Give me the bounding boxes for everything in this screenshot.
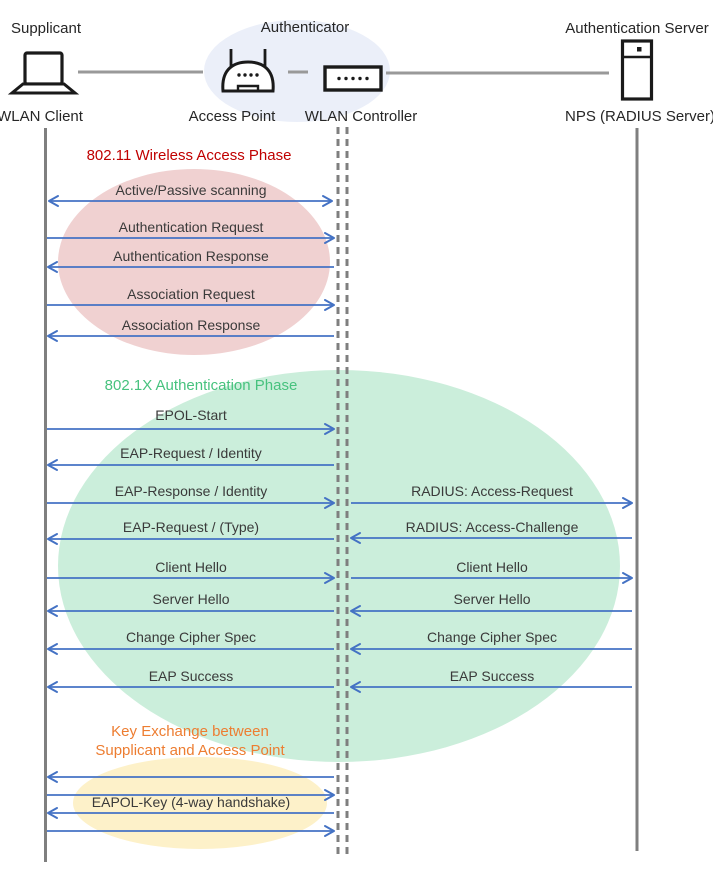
device-access-point-label: Access Point (188, 108, 276, 125)
phase3-ellipse (73, 757, 327, 849)
role-authenticator-label: Authenticator (260, 19, 350, 36)
msg-radius-access-challenge: RADIUS: Access-Challenge (405, 519, 579, 535)
phase3-title: Key Exchange between Supplicant and Acce… (95, 722, 284, 760)
phase3-title-line1: Key Exchange between (111, 723, 269, 740)
phase1-ellipse (58, 169, 330, 355)
msg-radius-access-request: RADIUS: Access-Request (411, 483, 573, 499)
msg-eapol-key: EAPOL-Key (4-way handshake) (91, 794, 291, 810)
phase1-title: 802.11 Wireless Access Phase (86, 147, 292, 164)
role-supplicant-label: Supplicant (10, 20, 82, 37)
laptop-icon (7, 51, 80, 95)
msg-authentication-request: Authentication Request (118, 219, 264, 235)
msg-epol-start: EPOL-Start (155, 407, 227, 423)
msg-active-passive-scanning: Active/Passive scanning (115, 182, 267, 198)
msg-change-cipher-spec-left: Change Cipher Spec (126, 629, 256, 645)
phase2-title: 802.1X Authentication Phase (104, 377, 298, 394)
msg-eap-response-identity: EAP-Response / Identity (114, 483, 268, 499)
wlan-controller-icon (323, 65, 383, 92)
msg-eap-success-left: EAP Success (148, 668, 234, 684)
access-point-icon (221, 49, 275, 93)
server-icon (620, 39, 654, 101)
msg-eap-success-right: EAP Success (449, 668, 535, 684)
msg-client-hello-left: Client Hello (155, 559, 227, 575)
msg-change-cipher-spec-right: Change Cipher Spec (427, 629, 557, 645)
msg-client-hello-right: Client Hello (456, 559, 528, 575)
role-auth-server-label: Authentication Server (565, 20, 709, 37)
msg-association-response: Association Response (121, 317, 261, 333)
msg-server-hello-right: Server Hello (453, 591, 531, 607)
device-wlan-controller-label: WLAN Controller (304, 108, 418, 125)
msg-server-hello-left: Server Hello (152, 591, 230, 607)
msg-eap-request-identity: EAP-Request / Identity (120, 445, 262, 461)
msg-authentication-response: Authentication Response (113, 248, 269, 264)
msg-eap-request-type: EAP-Request / (Type) (122, 519, 260, 535)
device-connector-line (78, 70, 609, 75)
msg-association-request: Association Request (127, 286, 255, 302)
lifeline-authenticator-dashed (336, 127, 349, 856)
device-nps-label: NPS (RADIUS Server) (564, 108, 713, 125)
phase3-title-line2: Supplicant and Access Point (95, 742, 285, 759)
device-wlan-client-label: WLAN Client (0, 108, 83, 125)
